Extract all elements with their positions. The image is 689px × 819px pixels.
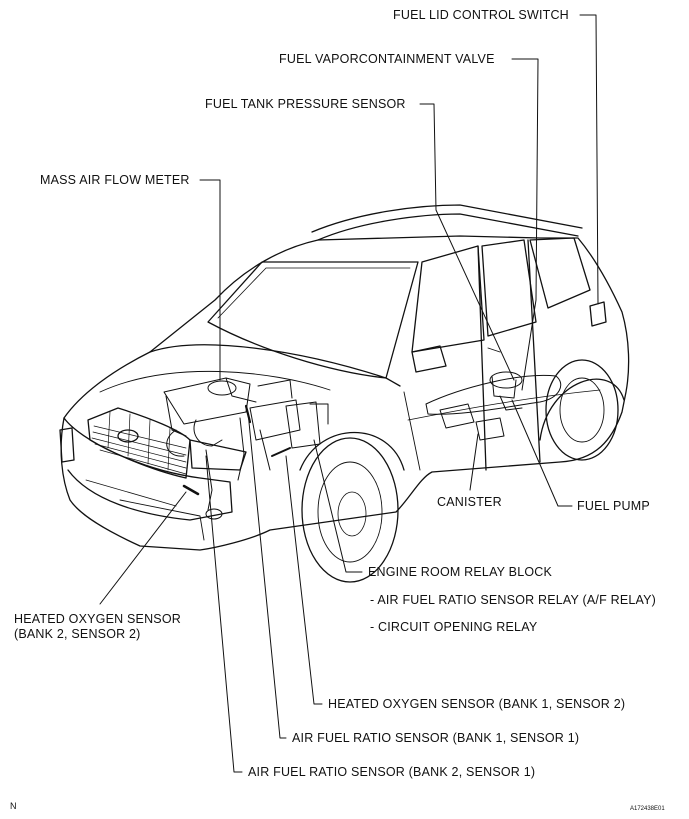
- label-af-sensor-b2s1: AIR FUEL RATIO SENSOR (BANK 2, SENSOR 1): [248, 765, 536, 779]
- label-fuel-pump: FUEL PUMP: [577, 499, 650, 513]
- corner-mark: N: [10, 801, 17, 811]
- label-fuel-lid-control-switch: FUEL LID CONTROL SWITCH: [393, 8, 569, 22]
- leader-tank-pressure: [419, 103, 515, 381]
- vehicle-body-outline: [60, 235, 630, 551]
- leader-maf: [199, 179, 221, 381]
- label-heated-oxygen-sensor-b2s2: HEATED OXYGEN SENSOR: [14, 612, 181, 626]
- windshield: [207, 261, 419, 379]
- fuel-lid: [589, 301, 607, 327]
- label-mass-air-flow-meter: MASS AIR FLOW METER: [40, 173, 190, 187]
- quarter-window: [529, 237, 591, 309]
- rear-side-window: [481, 239, 537, 337]
- front-grille: [87, 407, 191, 479]
- label-af-sensor-b1s1: AIR FUEL RATIO SENSOR (BANK 1, SENSOR 1): [292, 731, 580, 745]
- label-canister: CANISTER: [437, 495, 502, 509]
- label-heated-oxygen-sensor-b1s2: HEATED OXYGEN SENSOR (BANK 1, SENSOR 2): [328, 697, 626, 711]
- label-fuel-tank-pressure-sensor: FUEL TANK PRESSURE SENSOR: [205, 97, 406, 111]
- leader-vapor-valve: [511, 58, 539, 391]
- label-af-relay: - AIR FUEL RATIO SENSOR RELAY (A/F RELAY…: [370, 593, 657, 607]
- leader-fuel-pump: [511, 399, 573, 507]
- side-mirror: [411, 345, 447, 373]
- figure-code: A172438E01: [630, 806, 665, 812]
- label-circuit-opening-relay: - CIRCUIT OPENING RELAY: [370, 620, 538, 634]
- emblem: [117, 429, 139, 443]
- front-wheel: [301, 437, 399, 583]
- label-engine-room-relay-block: ENGINE ROOM RELAY BLOCK: [368, 565, 553, 579]
- label-heated-oxygen-sensor-b2s2-bank: (BANK 2, SENSOR 2): [14, 627, 141, 641]
- front-wheel-arch: [299, 431, 405, 471]
- rear-wheel: [545, 359, 619, 461]
- leader-lines: [99, 14, 599, 773]
- fuel-tank: [425, 371, 562, 441]
- label-fuel-vapor-containment-valve: FUEL VAPORCONTAINMENT VALVE: [279, 52, 495, 66]
- leader-canister: [469, 433, 479, 491]
- leader-af-b2s1: [205, 455, 243, 773]
- leader-ho2-b2s2: [99, 491, 187, 605]
- leader-ho2-b1s2: [285, 455, 323, 705]
- rear-wheel-arch: [539, 378, 625, 441]
- leader-af-b1s1: [247, 411, 287, 739]
- leader-relay-block: [313, 439, 363, 573]
- roof-rail: [311, 204, 583, 233]
- leader-fuel-lid-switch: [579, 14, 599, 305]
- engine-components: [163, 377, 329, 520]
- headlight: [189, 439, 247, 471]
- front-side-window: [411, 245, 485, 353]
